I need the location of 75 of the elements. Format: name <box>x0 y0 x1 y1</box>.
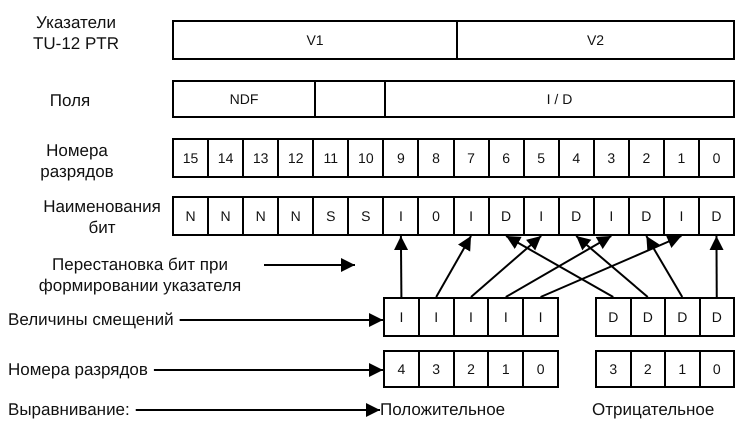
row-label: Указатели TU-12 PTR <box>32 12 120 54</box>
bit-name-cell: I <box>452 196 490 236</box>
row-label: Величины смещений <box>8 309 174 330</box>
arrow <box>435 236 472 298</box>
bit-number-cell: 12 <box>277 138 314 178</box>
bit-number-cell: 4 <box>558 138 595 178</box>
arrow <box>154 363 383 377</box>
bit-name-cell: N <box>172 196 210 236</box>
bit-number-cell: 15 <box>172 138 210 178</box>
arrow <box>136 403 380 417</box>
bit-number-cell: 13 <box>242 138 280 178</box>
bit-name-cell: S <box>347 196 384 236</box>
bit-number-cell: 3 <box>595 350 632 388</box>
field-cell: NDF <box>172 80 316 118</box>
arrow <box>576 235 648 298</box>
bit-name-cell: I <box>592 196 630 236</box>
bit-number-cell: 0 <box>698 138 735 178</box>
arrow <box>710 236 724 297</box>
arrow <box>394 236 408 298</box>
alignment-label: Отрицательное <box>592 399 714 420</box>
bit-name-cell: I <box>522 196 560 236</box>
bit-number-cell: 3 <box>418 350 455 388</box>
arrow <box>180 313 383 327</box>
bit-number-cell: 1 <box>662 138 700 178</box>
bit-number-cell: 14 <box>207 138 244 178</box>
offset-bit-cell: I <box>452 297 490 337</box>
offset-bit-cell: D <box>595 297 632 337</box>
field-cell: I / D <box>384 80 735 118</box>
arrow <box>540 235 682 298</box>
offset-bit-cell: I <box>487 297 524 337</box>
bit-number-cell: 7 <box>452 138 490 178</box>
bit-number-cell: 2 <box>630 350 666 388</box>
bit-name-cell: D <box>558 196 595 236</box>
bit-number-cell: 10 <box>347 138 384 178</box>
bit-name-cell: D <box>628 196 665 236</box>
arrow <box>470 235 542 298</box>
row-label: Перестановка бит при формировании указателя <box>22 254 258 296</box>
row-label: Номера разрядов <box>39 140 115 182</box>
row-label: Номера разрядов <box>8 359 148 380</box>
bit-name-cell: I <box>382 196 420 236</box>
offset-bit-cell: I <box>383 297 420 337</box>
bit-name-cell: S <box>312 196 350 236</box>
offset-bit-cell: I <box>418 297 455 337</box>
bit-number-cell: 11 <box>312 138 350 178</box>
bit-number-cell: 0 <box>522 350 559 388</box>
bit-number-cell: 1 <box>487 350 524 388</box>
offset-bit-cell: D <box>630 297 666 337</box>
offset-bit-cell: D <box>698 297 735 337</box>
bit-number-cell: 2 <box>452 350 490 388</box>
bit-name-cell: 0 <box>417 196 454 236</box>
bit-number-cell: 9 <box>382 138 420 178</box>
alignment-label: Положительное <box>380 399 506 420</box>
bit-number-cell: 0 <box>698 350 735 388</box>
row-label: Наименования бит <box>42 196 162 238</box>
bit-number-cell: 6 <box>488 138 525 178</box>
arrow <box>645 236 684 298</box>
field-cell: V1 <box>172 20 458 60</box>
bit-number-cell: 2 <box>628 138 665 178</box>
bit-name-cell: D <box>488 196 525 236</box>
field-cell: V2 <box>456 20 735 60</box>
bit-number-cell: 3 <box>592 138 630 178</box>
bit-name-cell: D <box>698 196 735 236</box>
offset-bit-cell: I <box>522 297 559 337</box>
bit-name-cell: N <box>207 196 244 236</box>
bit-name-cell: I <box>662 196 700 236</box>
row-label: Выравнивание: <box>8 399 130 420</box>
bit-number-cell: 8 <box>417 138 454 178</box>
bit-name-cell: N <box>277 196 314 236</box>
offset-bit-cell: D <box>664 297 700 337</box>
bit-number-cell: 4 <box>383 350 420 388</box>
bit-number-cell: 1 <box>664 350 700 388</box>
bit-name-cell: N <box>242 196 280 236</box>
arrow <box>264 258 355 272</box>
row-label: Поля <box>48 90 92 111</box>
bit-number-cell: 5 <box>522 138 560 178</box>
